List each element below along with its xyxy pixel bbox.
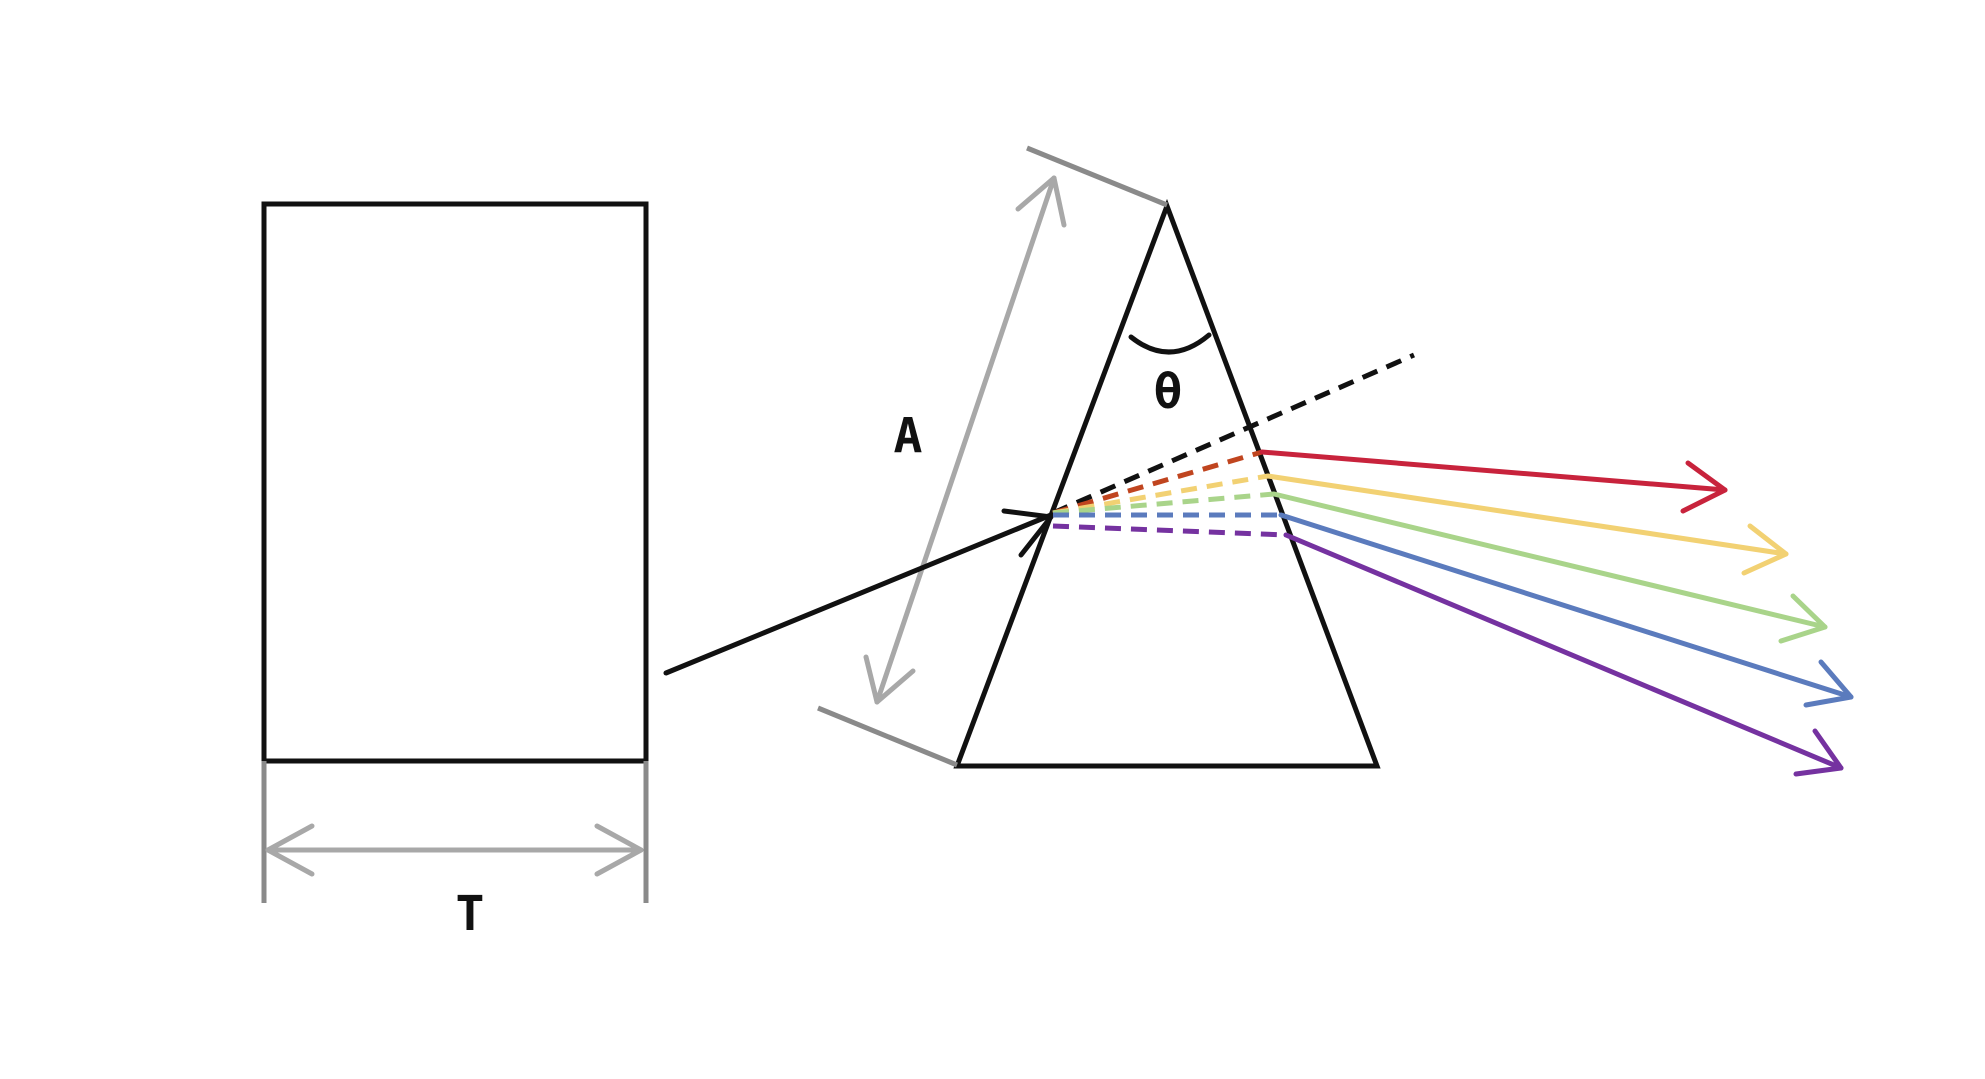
emergent-ray-red bbox=[1259, 449, 1728, 514]
extension-line-top bbox=[1026, 145, 1168, 208]
undeviated-ray-extension bbox=[1051, 352, 1416, 516]
emergent-ray-green bbox=[1271, 491, 1828, 644]
arrow-head-icon bbox=[1001, 508, 1054, 558]
emergent-ray-blue bbox=[1278, 512, 1854, 708]
slab-rectangle bbox=[261, 201, 649, 764]
side-dimension bbox=[817, 145, 1168, 768]
internal-ray-violet bbox=[1052, 523, 1287, 538]
incident-ray bbox=[663, 512, 1054, 676]
emergent-ray-yellow bbox=[1265, 473, 1789, 576]
arrow-head-icon bbox=[1680, 460, 1728, 514]
arrow-head-icon bbox=[1793, 728, 1844, 777]
internal-ray-green bbox=[1052, 491, 1275, 516]
arrow-head-icon bbox=[863, 654, 916, 705]
internal-ray-red bbox=[1052, 449, 1263, 516]
arrow-head-icon bbox=[1015, 175, 1067, 228]
label-a: A bbox=[894, 408, 923, 464]
thickness-dimension bbox=[261, 761, 649, 903]
angle-arc-icon bbox=[1128, 332, 1212, 355]
dimension-line-a bbox=[874, 175, 1057, 705]
emergent-ray-violet bbox=[1283, 532, 1844, 777]
arrow-head-icon bbox=[594, 823, 644, 877]
arrow-head-icon bbox=[1778, 593, 1828, 644]
arrow-head-icon bbox=[265, 823, 315, 877]
label-theta: θ bbox=[1154, 364, 1183, 420]
internal-ray-yellow bbox=[1052, 473, 1269, 516]
arrow-head-icon bbox=[1803, 659, 1854, 708]
prism-triangle bbox=[953, 198, 1381, 769]
extension-line-bottom bbox=[817, 705, 958, 768]
label-t: T bbox=[456, 886, 485, 942]
arrow-head-icon bbox=[1741, 523, 1789, 576]
